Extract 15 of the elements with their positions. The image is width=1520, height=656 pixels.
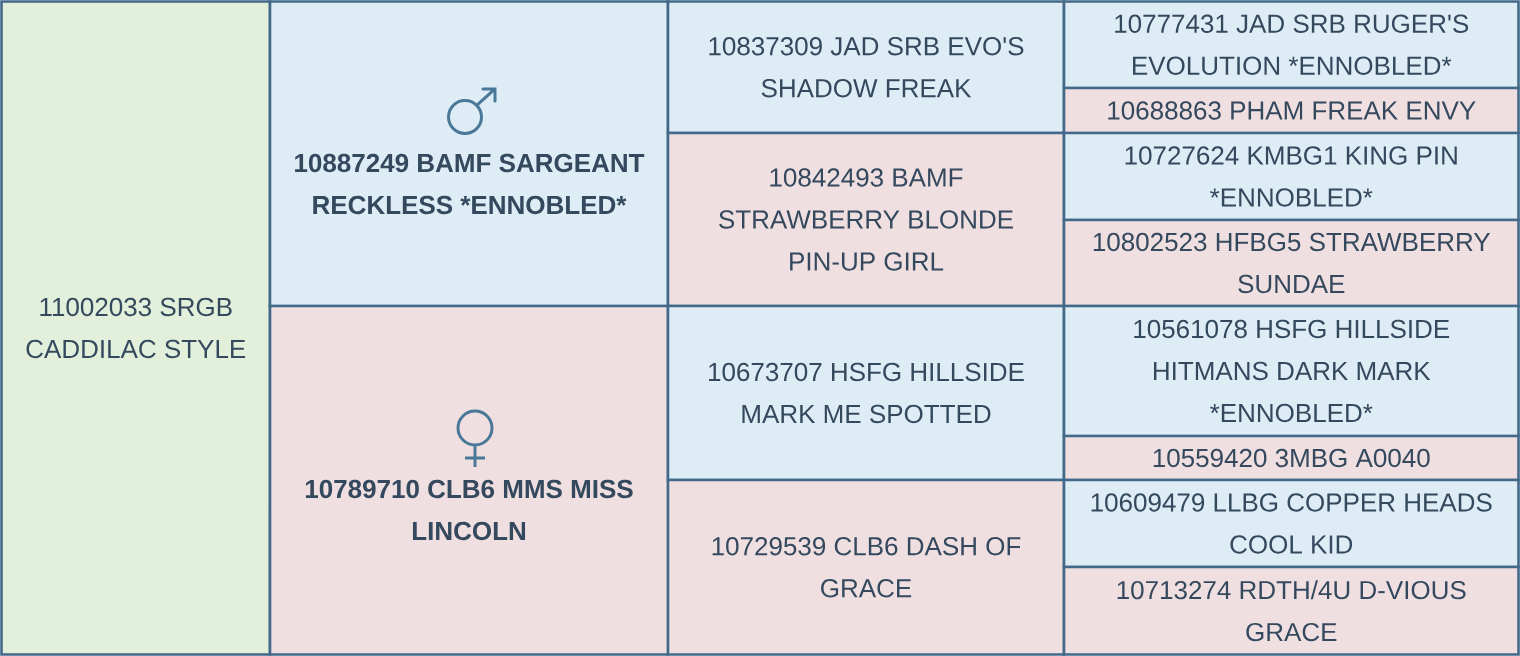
pedigree-cell: 10842493 BAMF STRAWBERRY BLONDE PIN-UP GIRL <box>666 131 1066 308</box>
pedigree-cell: 10673707 HSFG HILLSIDE MARK ME SPOTTED <box>666 304 1066 482</box>
pedigree-cell: 10559420 3MBG A0040 <box>1062 434 1520 482</box>
pedigree-cell: 11002033 SRGB CADDILAC STYLE <box>0 0 272 656</box>
pedigree-cell: 10789710 CLB6 MMS MISS LINCOLN <box>268 304 670 656</box>
pedigree-cell: 10561078 HSFG HILLSIDE HITMANS DARK MARK *ENNOBLED* <box>1062 304 1520 438</box>
pedigree-cell: 10837309 JAD SRB EVO'S SHADOW FREAK <box>666 0 1066 135</box>
pedigree-cell: 10727624 KMBG1 KING PIN *ENNOBLED* <box>1062 131 1520 222</box>
pedigree-cell: 10802523 HFBG5 STRAWBERRY SUNDAE <box>1062 218 1520 308</box>
pedigree-cell: 10713274 RDTH/4U D-VIOUS GRACE <box>1062 565 1520 656</box>
pedigree-cell: 10609479 LLBG COPPER HEADS COOL KID <box>1062 478 1520 569</box>
pedigree-cell: 10688863 PHAM FREAK ENVY <box>1062 86 1520 135</box>
pedigree-cell: 10777431 JAD SRB RUGER'S EVOLUTION *ENNOBLED* <box>1062 0 1520 90</box>
pedigree-cell: 10729539 CLB6 DASH OF GRACE <box>666 478 1066 656</box>
pedigree-cell: 10887249 BAMF SARGEANT RECKLESS *ENNOBLED* <box>268 0 670 308</box>
